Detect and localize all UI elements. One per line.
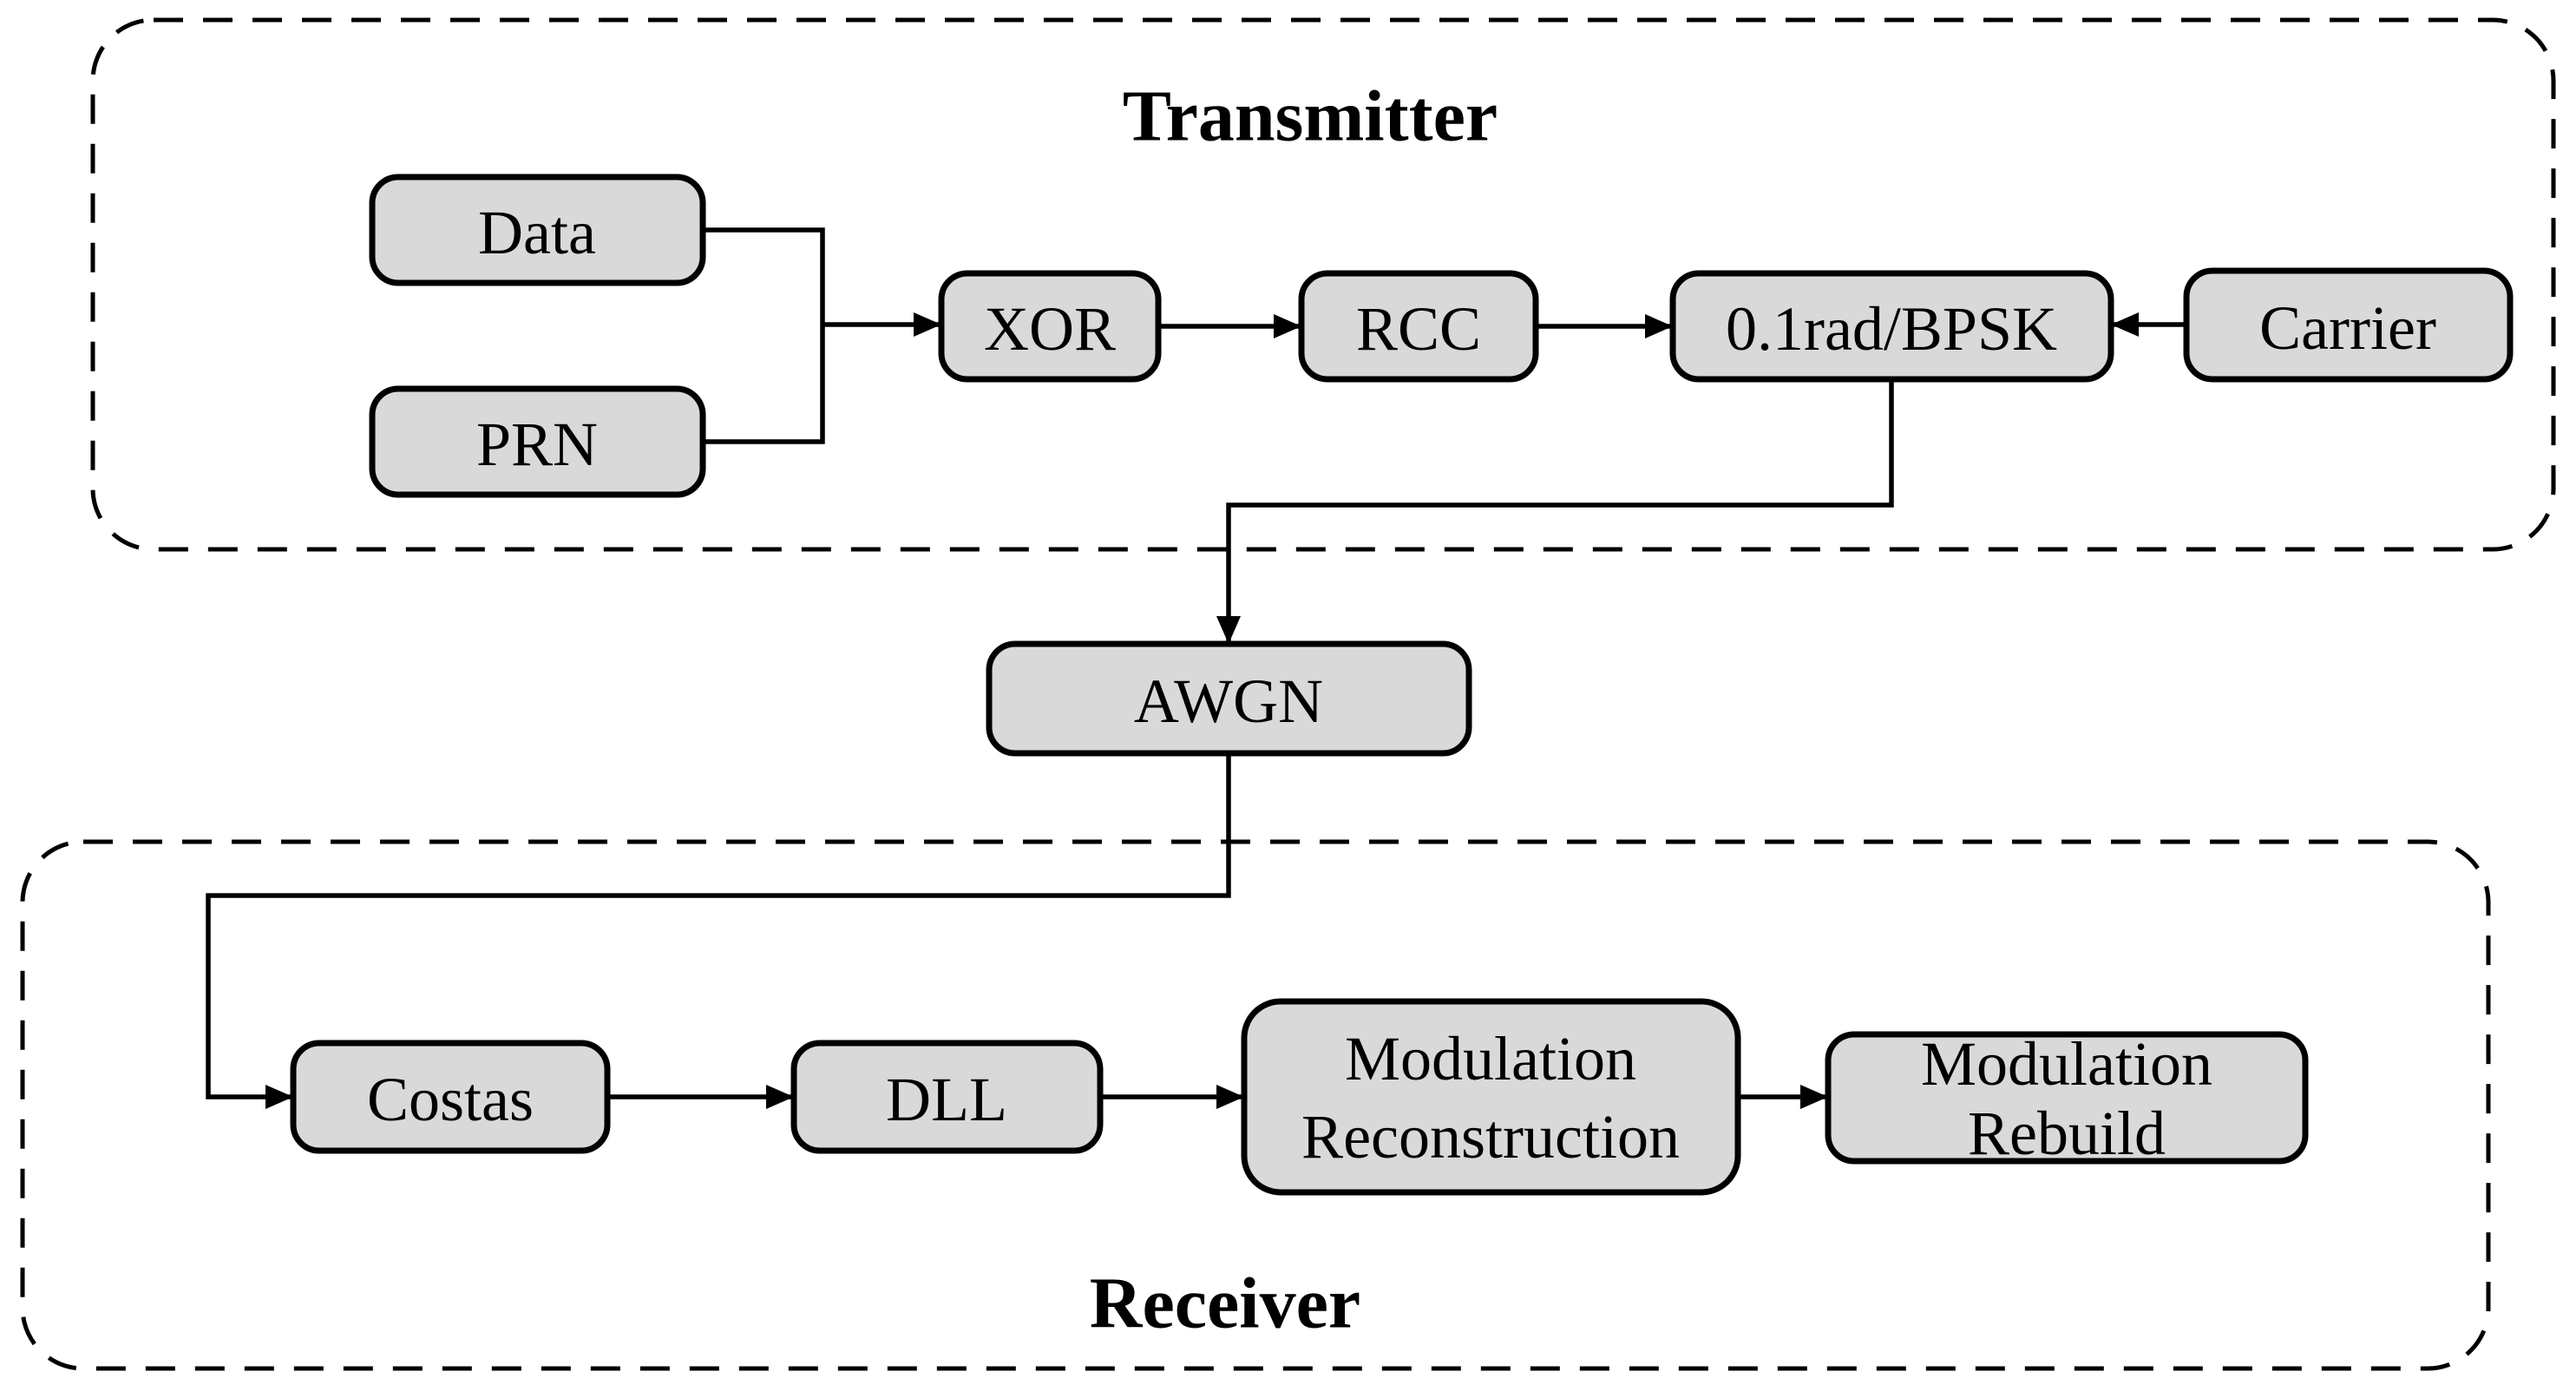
node-costas-box [290,1040,611,1154]
node-modulation-rebuild-box [1825,1031,2309,1165]
transmitter-group-title: Transmitter [1123,76,1498,157]
edge-awgn-to-costas-arrow [206,753,1231,1109]
node-rcc-label: RCC [1356,294,1481,364]
node-xor-label: XOR [984,294,1116,364]
node-data-label: Data [478,198,596,267]
node-prn-label: PRN [476,410,598,479]
transmitter-group-frame [90,17,2556,552]
node-modulation-rebuild-label-line2: Rebuild [1968,1099,2166,1168]
node-awgn-label: AWGN [1134,666,1323,736]
node-bpsk-label: 0.1rad/BPSK [1726,294,2057,364]
node-xor-box [938,270,1162,383]
node-dll-box [790,1040,1104,1154]
receiver-group-title: Receiver [1090,1263,1360,1344]
node-modulation-reconstruction-label-line1: Modulation [1345,1024,1636,1093]
node-modulation-rebuild-label-line1: Modulation [1921,1029,2212,1099]
node-modulation-reconstruction-box [1241,998,1741,1196]
node-dll-label: DLL [886,1065,1007,1134]
node-modulation-reconstruction-label-line2: Reconstruction [1301,1102,1680,1172]
edge-bpsk-to-awgn-arrow [1216,379,1894,644]
node-prn-box [369,385,706,498]
edge-data-prn-junction [703,227,825,444]
node-awgn-box [986,640,1472,757]
node-carrier-box [2183,267,2514,383]
node-bpsk-box [1669,270,2114,383]
receiver-group-frame [20,839,2491,1371]
node-data-box [369,174,706,286]
node-carrier-label: Carrier [2259,293,2436,363]
node-costas-label: Costas [367,1065,534,1134]
node-rcc-box [1298,270,1539,383]
